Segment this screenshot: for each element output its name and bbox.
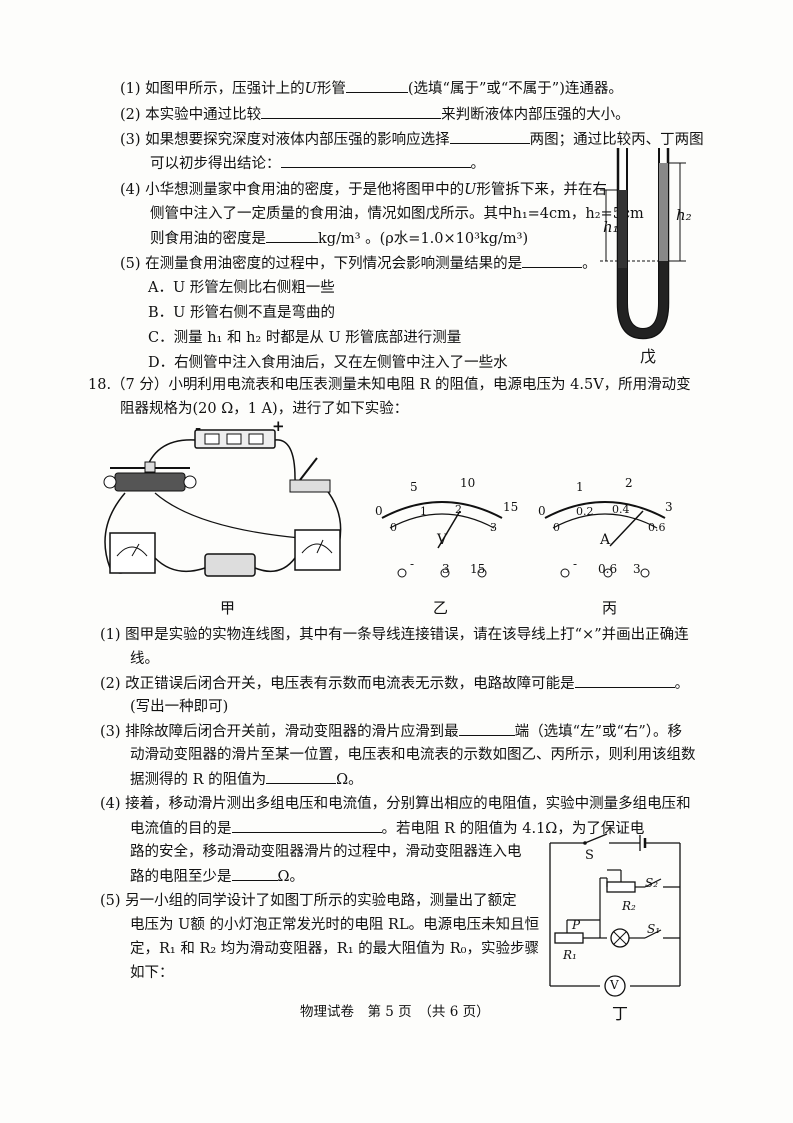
amp-symbol: A xyxy=(600,532,611,548)
volt-tick-0: 0 xyxy=(375,504,383,518)
answer-blank[interactable] xyxy=(261,104,442,119)
circuit-diagram-ding xyxy=(549,833,681,997)
figure-wu-label: 戊 xyxy=(640,347,657,366)
amp-sub-06: 0.6 xyxy=(648,521,666,534)
q18-part4-cont2: 路的安全，移动滑动变阻器滑片的过程中，滑动变阻器连入电 xyxy=(130,844,522,860)
r2-label: R₂ xyxy=(622,899,636,913)
voltmeter-v-label: V xyxy=(610,978,619,992)
q18-part2-note: (写出一种即可) xyxy=(130,699,229,715)
answer-blank[interactable] xyxy=(522,253,583,268)
slider-p-label: P xyxy=(572,918,581,932)
amp-tick-3: 3 xyxy=(665,500,673,514)
amp-sub-04: 0.4 xyxy=(612,503,630,516)
volt-sub-1: 1 xyxy=(420,505,427,518)
volt-tick-5: 5 xyxy=(410,480,418,494)
switch-s-label: S xyxy=(585,848,594,863)
amp-terminal-neg: - xyxy=(573,557,578,571)
q17-option-a: A．U 形管左侧比右侧粗一些 xyxy=(148,280,335,296)
amp-tick-0: 0 xyxy=(538,504,546,518)
q17-part2: (2) 本实验中通过比较来判断液体内部压强的大小。 xyxy=(120,104,630,125)
r1-label: R₁ xyxy=(563,948,577,962)
voltmeter-dial xyxy=(381,501,503,578)
q17-part1: (1) 如图甲所示，压强计上的U形管(选填“属于”或“不属于”)连通器。 xyxy=(120,78,623,99)
q17-option-c: C．测量 h₁ 和 h₂ 时都是从 U 形管底部进行测量 xyxy=(148,330,462,346)
answer-blank[interactable] xyxy=(231,818,382,833)
amp-sub-0: 0 xyxy=(553,521,560,534)
answer-blank[interactable] xyxy=(231,866,278,881)
answer-blank[interactable] xyxy=(280,153,471,168)
switch-s1-label: S₁ xyxy=(647,922,661,936)
answer-blank[interactable] xyxy=(266,769,337,784)
figure-ding-label: 丁 xyxy=(612,1004,629,1023)
q17-part4-cont: 侧管中注入了一定质量的食用油，情况如图戊所示。其中h₁=4cm，h₂=5cm xyxy=(150,206,644,222)
q18-part4-cont: 电流值的目的是。若电阻 R 的阻值为 4.1Ω，为了保证电 xyxy=(130,818,644,839)
q18-intro: 18.（7 分）小明利用电流表和电压表测量未知电阻 R 的阻值，电源电压为 4.… xyxy=(88,377,691,393)
q18-part1: (1) 图甲是实验的实物连线图，其中有一条导线连接错误，请在该导线上打“×”并画… xyxy=(100,627,689,643)
amp-sub-02: 0.2 xyxy=(576,505,594,518)
volt-terminal-15: 15 xyxy=(470,562,486,576)
q17-part3: (3) 如果想要探究深度对液体内部压强的影响应选择两图；通过比较丙、丁两图 xyxy=(120,129,704,150)
q17-part3-cont: 可以初步得出结论：。 xyxy=(150,153,485,174)
q17-part4: (4) 小华想测量家中食用油的密度，于是他将图甲中的U形管拆下来，并在右 xyxy=(120,182,607,198)
amp-tick-2: 2 xyxy=(625,476,633,490)
q17-part5: (5) 在测量食用油密度的过程中，下列情况会影响测量结果的是。 xyxy=(120,253,597,274)
ammeter-dial xyxy=(544,501,666,578)
q18-part1-cont: 线。 xyxy=(130,651,159,667)
volt-symbol: V xyxy=(437,532,448,548)
q18-part5-cont2: 定，R₁ 和 R₂ 均为滑动变阻器，R₁ 的最大阻值为 R₀，实验步骤 xyxy=(130,941,539,957)
amp-terminal-06: 0.6 xyxy=(598,562,618,576)
q17-option-b: B．U 形管右侧不直是弯曲的 xyxy=(148,305,335,321)
battery-plus-label: + xyxy=(272,417,285,435)
q18-part3: (3) 排除故障后闭合开关前，滑动变阻器的滑片应滑到最端（选填“左”或“右”）。… xyxy=(100,721,682,742)
q18-intro-cont: 阻器规格为(20 Ω，1 A)，进行了如下实验： xyxy=(120,401,409,417)
volt-tick-10: 10 xyxy=(460,476,476,490)
figure-yi-label: 乙 xyxy=(433,599,449,617)
amp-tick-1: 1 xyxy=(576,480,584,494)
answer-blank[interactable] xyxy=(574,673,675,688)
amp-terminal-3: 3 xyxy=(633,562,641,576)
volt-sub-2: 2 xyxy=(455,503,462,516)
volt-sub-3: 3 xyxy=(490,521,497,534)
q17-option-d: D．右侧管中注入食用油后，又在左侧管中注入了一些水 xyxy=(148,355,508,371)
volt-terminal-3: 3 xyxy=(442,562,450,576)
q18-part5: (5) 另一小组的同学设计了如图丁所示的实验电路，测量出了额定 xyxy=(100,893,517,909)
battery-minus-label: - xyxy=(195,419,202,437)
switch-s2-label: S₂ xyxy=(645,876,659,890)
answer-blank[interactable] xyxy=(458,721,515,736)
volt-tick-15: 15 xyxy=(503,500,519,514)
circuit-photo-figure xyxy=(103,429,342,577)
q18-part4: (4) 接着，移动滑片测出多组电压和电流值，分别算出相应的电阻值，实验中测量多组… xyxy=(100,796,691,812)
answer-blank[interactable] xyxy=(449,129,530,144)
figure-jia-label: 甲 xyxy=(220,599,236,617)
u-tube-figure xyxy=(600,148,686,340)
h1-label: h₁ xyxy=(603,218,619,236)
page-footer: 物理试卷 第 5 页 （共 6 页） xyxy=(300,1004,490,1020)
q18-part5-cont: 电压为 U额 的小灯泡正常发光时的电阻 RL。电源电压未知且恒 xyxy=(130,917,540,933)
answer-blank[interactable] xyxy=(345,78,408,93)
h2-label: h₂ xyxy=(676,206,692,224)
answer-blank[interactable] xyxy=(266,228,318,243)
q18-part5-cont3: 如下： xyxy=(130,965,174,981)
volt-terminal-neg: - xyxy=(410,557,415,571)
volt-sub-0: 0 xyxy=(390,521,397,534)
q18-part2: (2) 改正错误后闭合开关，电压表有示数而电流表无示数，电路故障可能是。 xyxy=(100,673,689,694)
q18-part3-cont: 动滑动变阻器的滑片至某一位置，电压表和电流表的示数如图乙、丙所示，则利用该组数 xyxy=(130,747,696,763)
figure-bing-label: 丙 xyxy=(602,599,618,617)
